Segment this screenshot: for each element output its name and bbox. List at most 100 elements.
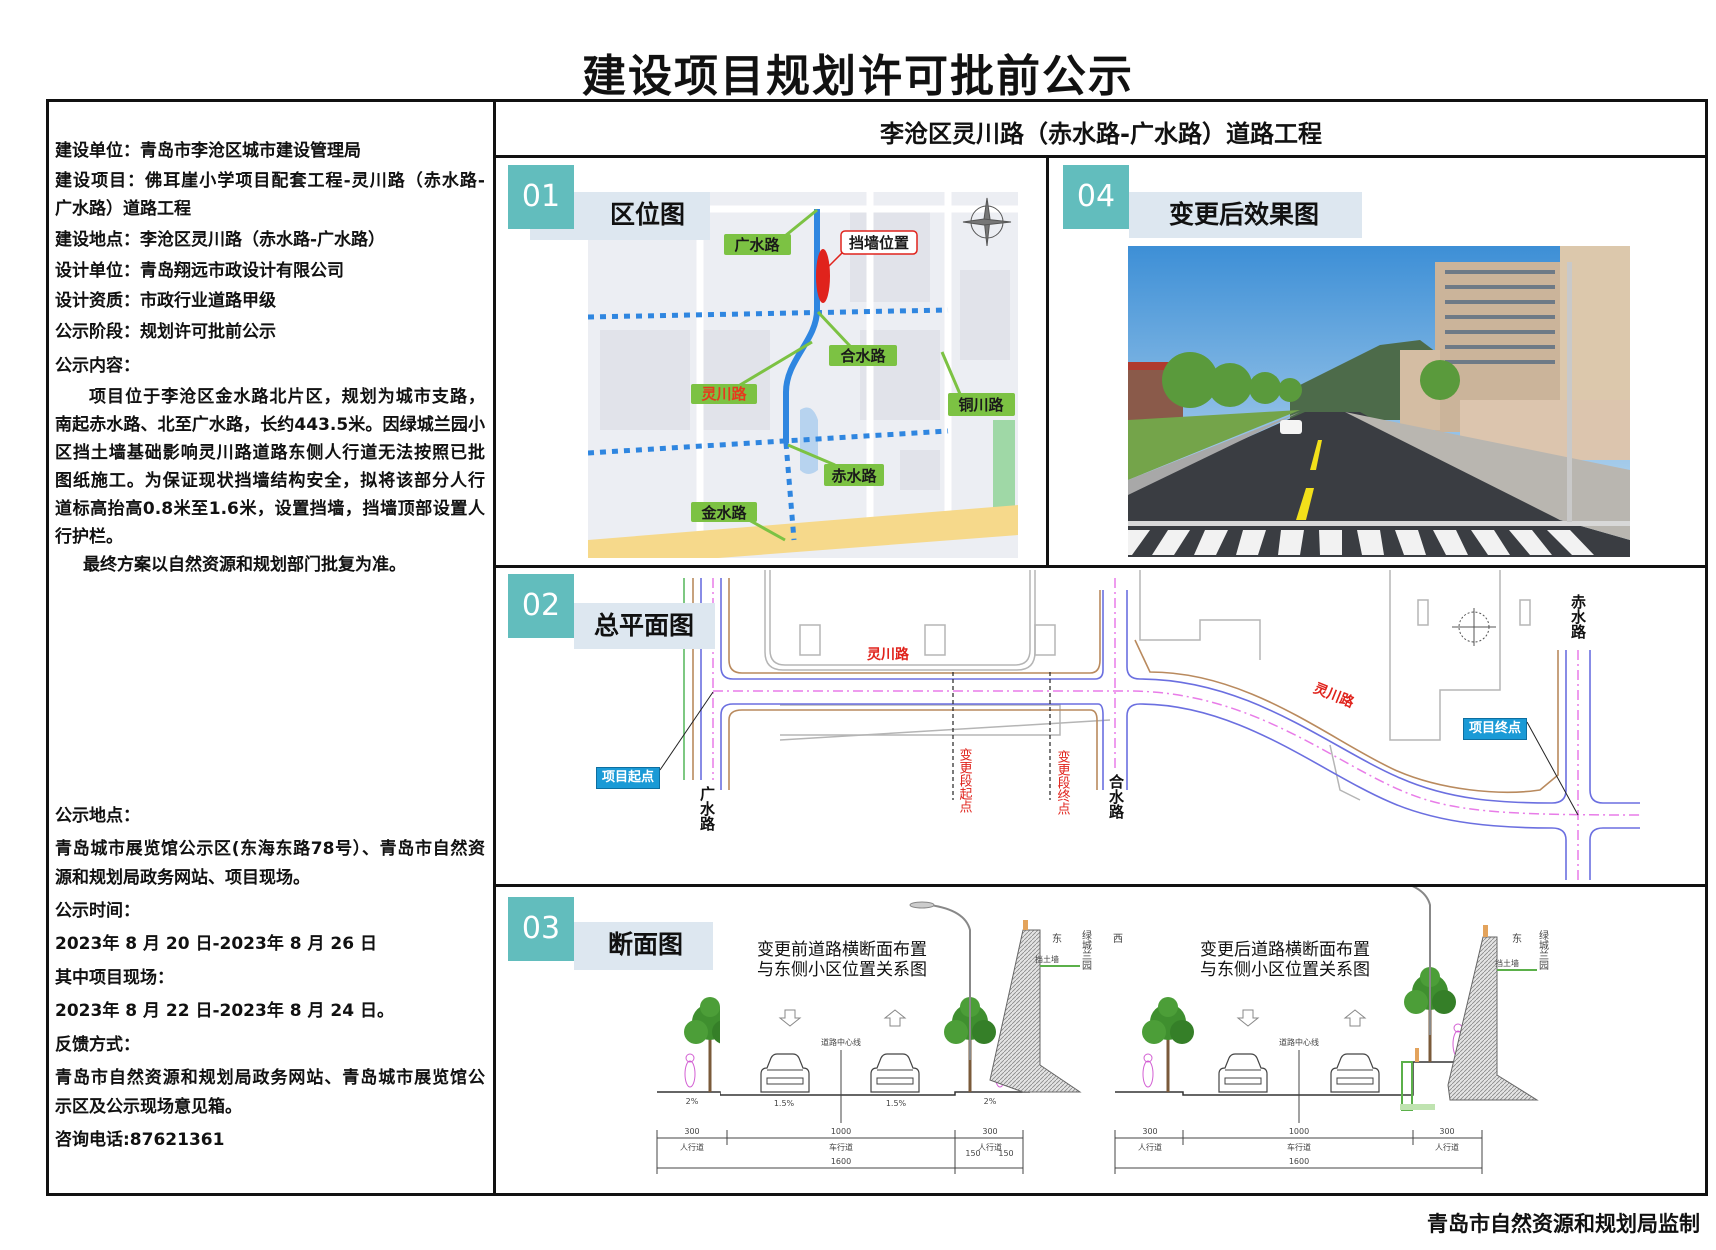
- map-label-chishui: 赤水路: [831, 467, 877, 485]
- centerline-label: 道路中心线: [1279, 1037, 1319, 1047]
- section-after-subtitle: 与东侧小区位置关系图: [1200, 960, 1370, 980]
- project-header: 李沧区灵川路（赤水路-广水路）道路工程: [880, 120, 1322, 148]
- panel-01-number: 01: [508, 165, 574, 229]
- lane-label: 人行道: [978, 1142, 1002, 1152]
- panel-divider: [1046, 156, 1049, 567]
- info-line: 南起赤水路、北至广水路，长约443.5米。因绿城兰园小: [55, 415, 485, 435]
- dim-label: 1000: [831, 1127, 851, 1136]
- community-label: 绿城兰园: [1080, 929, 1092, 971]
- info-line: 建设地点：李沧区灵川路（赤水路-广水路）: [55, 230, 386, 250]
- info-line: 咨询电话:87621361: [55, 1130, 225, 1150]
- slope-label: 2%: [686, 1097, 699, 1106]
- lane-label: 人行道: [1138, 1142, 1162, 1152]
- plan-label-guangshui: 广水路: [698, 786, 716, 831]
- slope-label: 1.5%: [886, 1099, 907, 1108]
- lane-label: 人行道: [1435, 1142, 1459, 1152]
- slope-label: 2%: [984, 1097, 997, 1106]
- info-line: 2023年 8 月 20 日-2023年 8 月 26 日: [55, 934, 378, 954]
- info-line: 道标高抬高0.8米至1.6米，设置挡墙，挡墙顶部设置人: [55, 499, 485, 519]
- dim-label: 300: [1142, 1127, 1157, 1136]
- header-divider: [494, 155, 1705, 158]
- wall-label: 挡土墙: [1495, 958, 1519, 968]
- wall-label: 挡土墙: [1035, 954, 1059, 964]
- east-label: 东: [1512, 932, 1522, 945]
- supervisor-footer: 青岛市自然资源和规划局监制: [1427, 1212, 1700, 1236]
- change-start-label: 变更段起点: [957, 747, 973, 813]
- column-divider: [493, 99, 496, 1193]
- map-label-guangshui: 广水路: [734, 236, 780, 254]
- info-line: 公示阶段：规划许可批前公示: [55, 322, 276, 342]
- info-line: 设计资质：市政行业道路甲级: [55, 291, 276, 311]
- cross-section-before-left: 300 人行道 2%: [656, 997, 720, 1174]
- retaining-wall-marker: [816, 249, 830, 303]
- lane-label: 人行道: [680, 1142, 704, 1152]
- info-line: 建设项目：佛耳崖小学项目配套工程-灵川路（赤水路-: [55, 171, 485, 191]
- info-line: 公示时间：: [55, 901, 140, 921]
- row-divider: [494, 884, 1705, 887]
- crosswalk: [1128, 530, 1594, 555]
- map-label-retaining-wall: 挡墙位置: [849, 234, 909, 252]
- info-line: 示区及公示现场意见箱。: [55, 1097, 242, 1117]
- page-title: 建设项目规划许可批前公示: [582, 51, 1134, 102]
- lane-label: 车行道: [1287, 1142, 1311, 1152]
- plan-label-lingchuan: 灵川路: [867, 646, 910, 663]
- info-line: 行护栏。: [55, 527, 123, 547]
- info-line: 建设单位：青岛市李沧区城市建设管理局: [55, 141, 361, 161]
- project-end-marker: 项目终点: [1463, 718, 1527, 740]
- section-before-subtitle: 与东侧小区位置关系图: [757, 960, 927, 980]
- location-map: 广水路 挡墙位置 合水路 灵川路 铜川路 赤水路 金水路: [588, 192, 1018, 558]
- info-line: 公示内容：: [55, 356, 140, 376]
- site-plan: 灵川路 灵川路 变更段起点 变更段终点: [660, 570, 1641, 880]
- cross-section-before: 1000 300 1600 车行道 人行道 150 150 1.5% 1.5% …: [720, 901, 1092, 1174]
- map-label-lingchuan: 灵川路: [701, 385, 747, 403]
- info-line: 图纸施工。为保证现状挡墙结构安全，拟将该部分人行: [55, 471, 485, 491]
- lane-label: 车行道: [829, 1142, 853, 1152]
- notice-frame: [46, 99, 1708, 1196]
- info-line: 源和规划局政务网站、项目现场。: [55, 868, 310, 888]
- info-line: 广水路）道路工程: [55, 199, 191, 219]
- info-line: 青岛市自然资源和规划局政务网站、青岛城市展览馆公: [55, 1068, 485, 1088]
- east-label: 东: [1052, 932, 1062, 945]
- dim-label: 300: [982, 1127, 997, 1136]
- plan-label-chishui: 赤水路: [1569, 594, 1587, 639]
- info-line: 项目位于李沧区金水路北片区，规划为城市支路，: [89, 387, 485, 407]
- info-line: 最终方案以自然资源和规划部门批复为准。: [83, 555, 406, 575]
- info-line: 青岛城市展览馆公示区(东海东路78号）、青岛市自然资: [55, 839, 485, 859]
- panel-03-number: 03: [508, 897, 574, 961]
- dim-label: 1600: [1289, 1157, 1309, 1166]
- cross-section-after: 300 1000 300 1600 人行道 车行道 人行道 道路中心线 西 东 …: [1113, 887, 1549, 1174]
- cross-sections: 1000 300 1600 车行道 人行道 150 150 1.5% 1.5% …: [720, 887, 1549, 1174]
- section-after-title: 变更后道路横断面布置: [1200, 940, 1370, 960]
- dim-label: 1000: [1289, 1127, 1309, 1136]
- project-start-marker: 项目起点: [596, 767, 660, 789]
- dim-label: 300: [1439, 1127, 1454, 1136]
- plan-label-lingchuan-curve: 灵川路: [1311, 680, 1357, 712]
- north-arrow-icon: [1452, 608, 1496, 646]
- sub-dim: 150: [998, 1149, 1013, 1158]
- row-divider: [494, 565, 1705, 568]
- info-line: 2023年 8 月 22 日-2023年 8 月 24 日。: [55, 1001, 395, 1021]
- dim-label: 1600: [831, 1157, 851, 1166]
- info-line: 反馈方式：: [55, 1035, 140, 1055]
- panel-04-title: 变更后效果图: [1129, 192, 1362, 238]
- slope-label: 1.5%: [774, 1099, 795, 1108]
- plan-label-heshui: 合水路: [1107, 774, 1125, 819]
- map-label-heshui: 合水路: [839, 347, 886, 365]
- section-before-title: 变更前道路横断面布置: [757, 940, 927, 960]
- community-label: 绿城兰园: [1537, 929, 1549, 971]
- info-line: 设计单位：青岛翔远市政设计有限公司: [55, 261, 344, 281]
- compass-icon: [962, 197, 1012, 247]
- info-line: 公示地点：: [55, 806, 140, 826]
- map-label-tongchuan: 铜川路: [958, 396, 1004, 414]
- panel-02-number: 02: [508, 574, 574, 638]
- dim-label: 300: [684, 1127, 699, 1136]
- rendering-image: [1128, 246, 1630, 557]
- info-line: 其中项目现场：: [55, 968, 174, 988]
- change-end-label: 变更段终点: [1055, 749, 1071, 815]
- sub-dim: 150: [965, 1149, 980, 1158]
- panel-02-title: 总平面图: [574, 603, 715, 649]
- west-label: 西: [1113, 934, 1123, 945]
- panel-04-number: 04: [1063, 165, 1129, 229]
- info-line: 区挡土墙基础影响灵川路道路东侧人行道无法按照已批: [55, 443, 485, 463]
- panel-03-title: 断面图: [574, 922, 713, 970]
